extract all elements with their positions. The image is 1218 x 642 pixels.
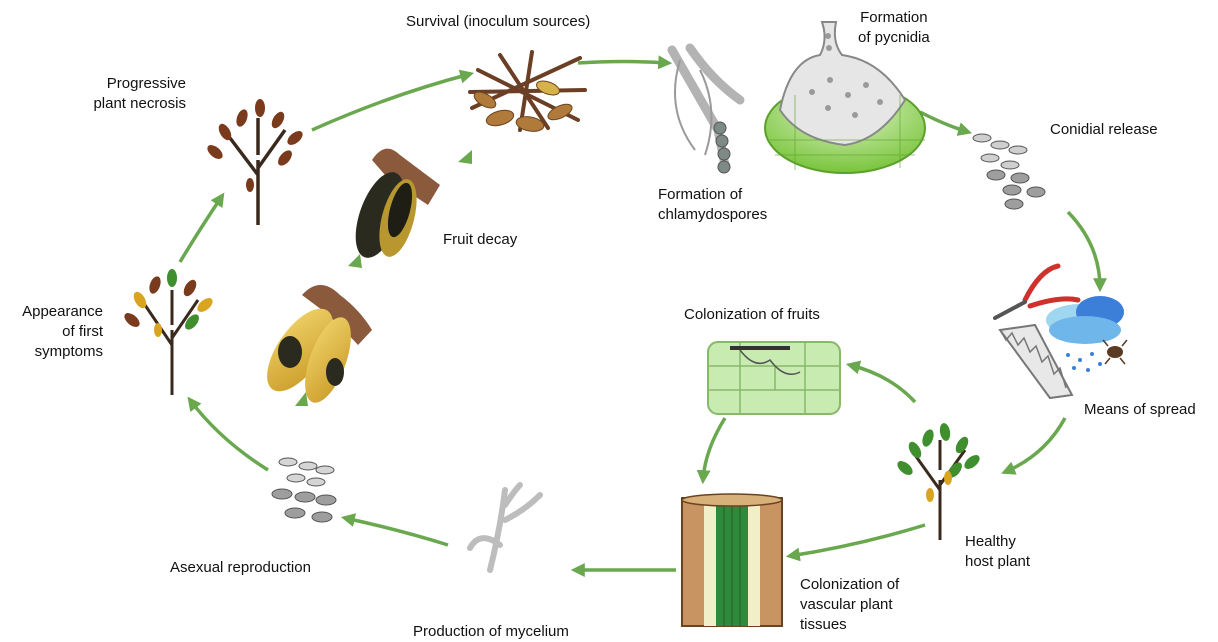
label-conidial-release: Conidial release bbox=[1050, 120, 1158, 140]
arrow-necrosis-to-survival bbox=[312, 74, 470, 130]
necrotic-tree-icon bbox=[205, 99, 305, 225]
arrow-healthy-to-vascular bbox=[790, 525, 925, 556]
spread-tools-icon bbox=[995, 266, 1127, 398]
asexual-spores-icon bbox=[272, 458, 336, 522]
symptom-tree-icon bbox=[122, 269, 215, 395]
label-necrosis-line2: plant necrosis bbox=[78, 94, 186, 114]
rain-icon bbox=[1066, 352, 1102, 372]
label-healthy-line2: host plant bbox=[965, 552, 1030, 572]
diseased-fruit-icon bbox=[254, 285, 372, 408]
label-pycnidia-line1: Formation bbox=[858, 8, 930, 28]
arrow-spread-to-healthy bbox=[1005, 418, 1065, 472]
label-appear-line1: Appearance bbox=[10, 302, 103, 322]
arrow-symptoms-to-necrosis bbox=[180, 196, 222, 262]
fruit-tissue-icon bbox=[708, 342, 840, 414]
label-chlamy-line2: chlamydospores bbox=[658, 205, 767, 225]
label-pycnidia: Formation of pycnidia bbox=[858, 8, 930, 48]
chlamydospore-hyphae-icon bbox=[672, 48, 740, 173]
label-plant-necrosis: Progressive plant necrosis bbox=[78, 74, 186, 114]
label-asexual-reproduction: Asexual reproduction bbox=[170, 558, 311, 578]
conidia-icon bbox=[973, 134, 1045, 209]
label-chlamy-line1: Formation of bbox=[658, 185, 767, 205]
arrow-pycnidia-to-conidia bbox=[920, 112, 968, 132]
inoculum-debris-icon bbox=[470, 52, 585, 133]
mycelium-icon bbox=[470, 485, 540, 570]
label-mycelium: Production of mycelium bbox=[413, 622, 569, 642]
label-necrosis-line1: Progressive bbox=[78, 74, 186, 94]
arrow-fruits-to-vascular bbox=[703, 418, 725, 480]
label-chlamydospores: Formation of chlamydospores bbox=[658, 185, 767, 225]
decayed-fruit-icon bbox=[346, 149, 440, 265]
label-appear-line2: of first bbox=[10, 322, 103, 342]
label-survival: Survival (inoculum sources) bbox=[406, 12, 590, 32]
vascular-tissue-icon bbox=[682, 494, 782, 626]
label-vascular-line1: Colonization of bbox=[800, 575, 899, 595]
label-vascular: Colonization of vascular plant tissues bbox=[800, 575, 899, 635]
label-healthy-line1: Healthy bbox=[965, 532, 1030, 552]
arrow-mycelium-to-asexual bbox=[345, 518, 448, 545]
label-means-of-spread: Means of spread bbox=[1084, 400, 1196, 420]
label-vascular-line2: vascular plant bbox=[800, 595, 899, 615]
label-appear-line3: symptoms bbox=[10, 342, 103, 362]
arrow-conidia-to-spread bbox=[1068, 212, 1100, 288]
arrow-asexual-to-symptoms bbox=[190, 400, 268, 470]
cloud-icon bbox=[1046, 296, 1124, 344]
label-healthy-host: Healthy host plant bbox=[965, 532, 1030, 572]
label-pycnidia-line2: of pycnidia bbox=[858, 28, 930, 48]
insect-icon bbox=[1103, 340, 1127, 364]
label-fruit-decay: Fruit decay bbox=[443, 230, 517, 250]
healthy-tree-icon bbox=[895, 422, 982, 540]
arrow-survival-to-pycnidia bbox=[578, 62, 668, 64]
label-colonization-fruits: Colonization of fruits bbox=[684, 305, 820, 325]
arrow-healthy-to-fruits bbox=[850, 365, 915, 402]
label-vascular-line3: tissues bbox=[800, 615, 899, 635]
label-first-symptoms: Appearance of first symptoms bbox=[10, 302, 103, 362]
